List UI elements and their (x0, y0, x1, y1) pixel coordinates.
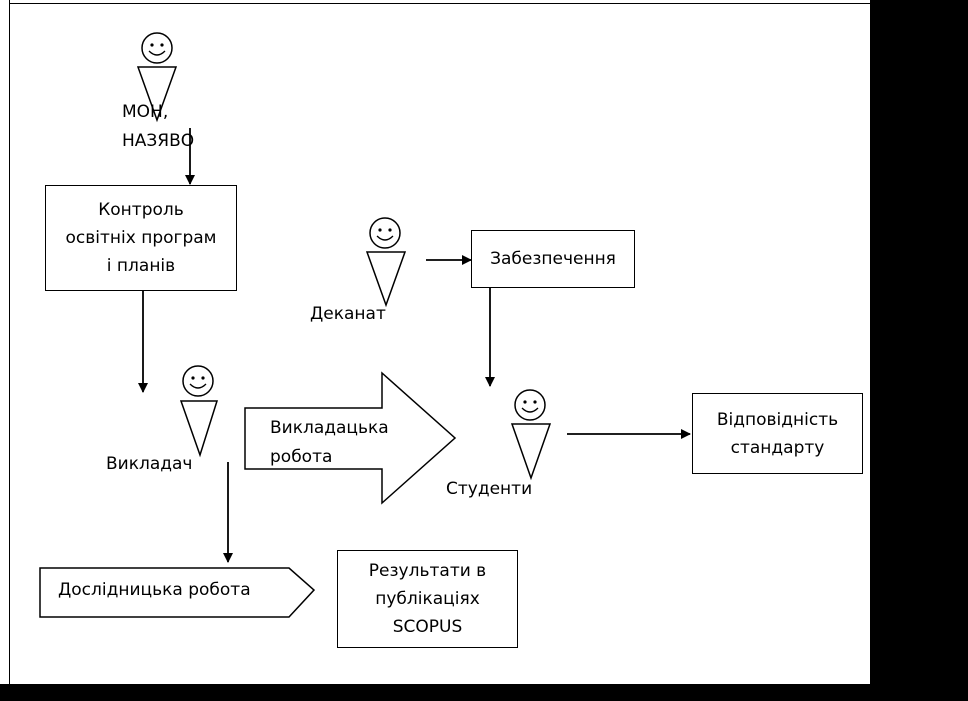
actor-mon-figure (136, 32, 178, 123)
actor-dekanat-figure (365, 217, 407, 308)
pentagon-arrow-doslidnytska (39, 567, 316, 618)
actor-dekanat-body (365, 251, 407, 308)
actor-vykladach-figure (179, 365, 219, 458)
actor-studenty-head (514, 389, 546, 421)
box-kontrol: Контроль освітніх програм і планів (45, 185, 237, 291)
box-zabezpechennia: Забезпечення (471, 230, 635, 288)
box-vidpovidnist: Відповідність стандарту (692, 393, 863, 474)
actor-vykladach-head (182, 365, 214, 397)
block-arrow-vykladatska (244, 371, 457, 505)
actor-studenty-label: Студенти (446, 479, 533, 499)
actor-mon-label: МОН, НАЗЯВО (122, 102, 195, 151)
frame-left-border (9, 0, 10, 684)
actor-studenty-figure (510, 389, 552, 481)
frame-top-border (9, 3, 870, 4)
actor-mon-body (136, 66, 178, 123)
actor-vykladach-label: Викладач (106, 454, 193, 474)
black-right-margin (870, 0, 968, 701)
actor-studenty-body (510, 423, 552, 481)
actor-dekanat-label: Деканат (310, 304, 386, 324)
box-rezultaty: Результати в публікаціях SCOPUS (337, 550, 518, 648)
actor-vykladach-body (179, 400, 219, 458)
pentagon-arrow-doslidnytska-label: Дослідницька робота (58, 580, 251, 600)
actor-mon-head (141, 32, 173, 64)
black-bottom-margin (0, 684, 968, 701)
actor-dekanat-head (369, 217, 401, 249)
block-arrow-vykladatska-label: Викладацька робота (270, 418, 389, 467)
